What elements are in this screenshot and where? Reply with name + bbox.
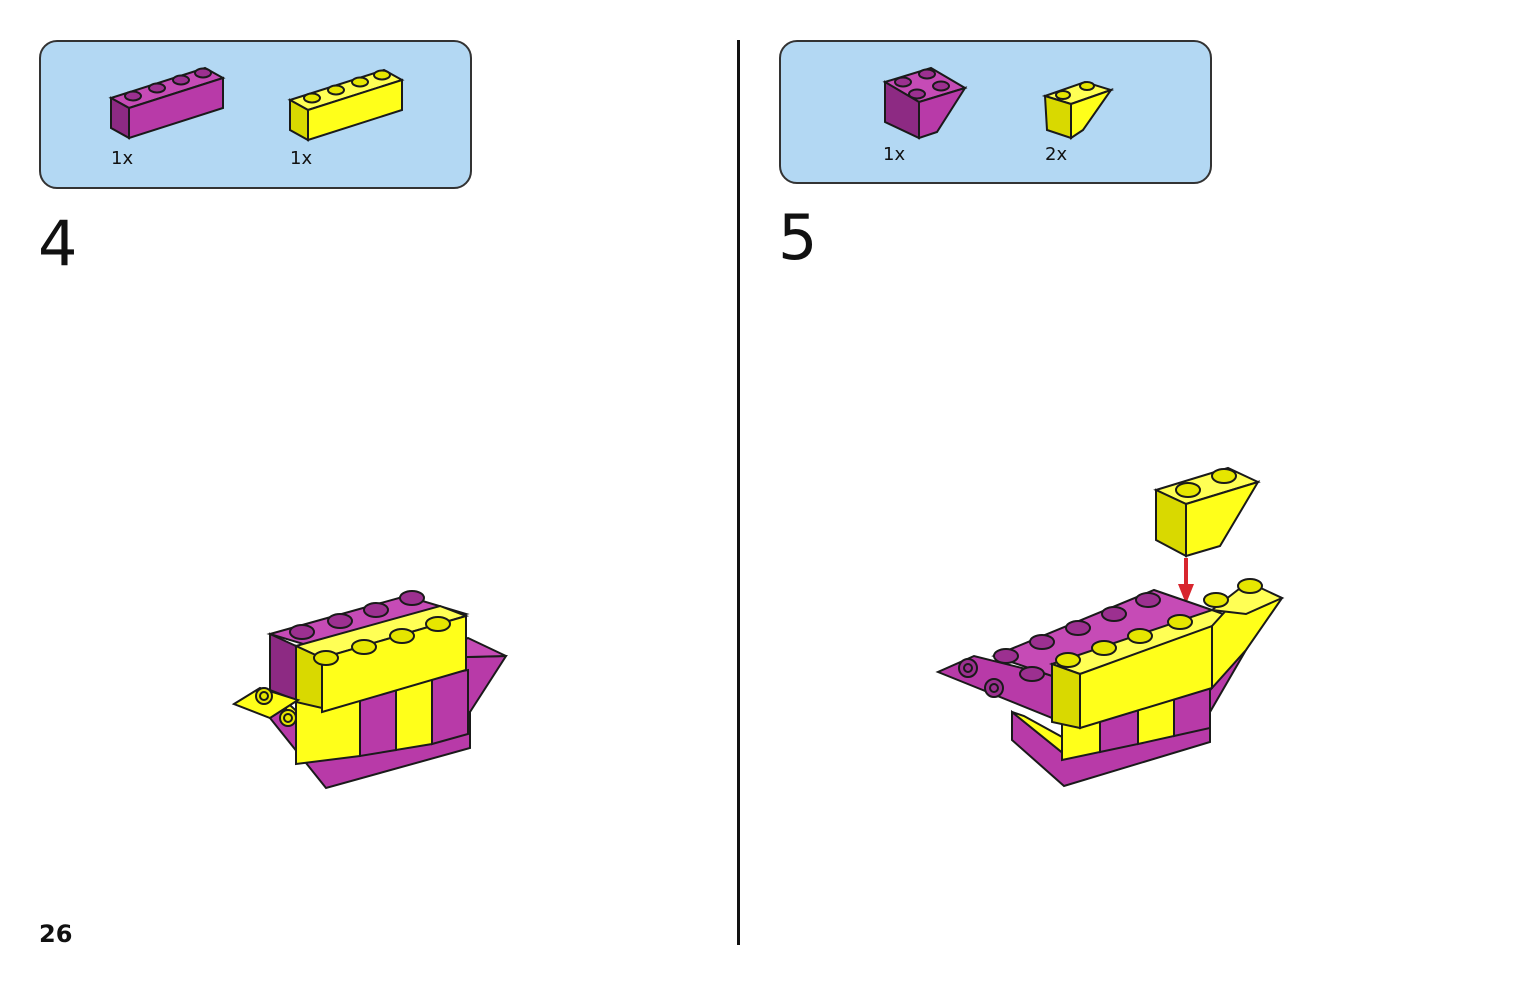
part-quantity: 2x <box>1045 144 1068 165</box>
yellow-brick-1x4-icon <box>287 64 408 142</box>
page-divider <box>737 40 740 945</box>
new-yellow-slope-piece <box>1153 466 1261 558</box>
part-quantity: 1x <box>111 148 134 169</box>
step-4-model-illustration <box>230 578 510 790</box>
step-number: 4 <box>38 207 78 280</box>
yellow-slope-inverted-1x2-icon <box>1041 74 1115 140</box>
page-number: 26 <box>39 920 73 948</box>
part-quantity: 1x <box>290 148 313 169</box>
step-number: 5 <box>778 201 818 274</box>
step-5-model-illustration <box>934 460 1288 792</box>
magenta-slope-inverted-2x2-icon <box>881 62 971 142</box>
magenta-brick-1x4-icon <box>108 62 229 140</box>
part-quantity: 1x <box>883 144 906 165</box>
parts-callout-step-4: 1x 1x <box>39 40 472 189</box>
parts-callout-step-5: 1x 2x <box>779 40 1212 184</box>
